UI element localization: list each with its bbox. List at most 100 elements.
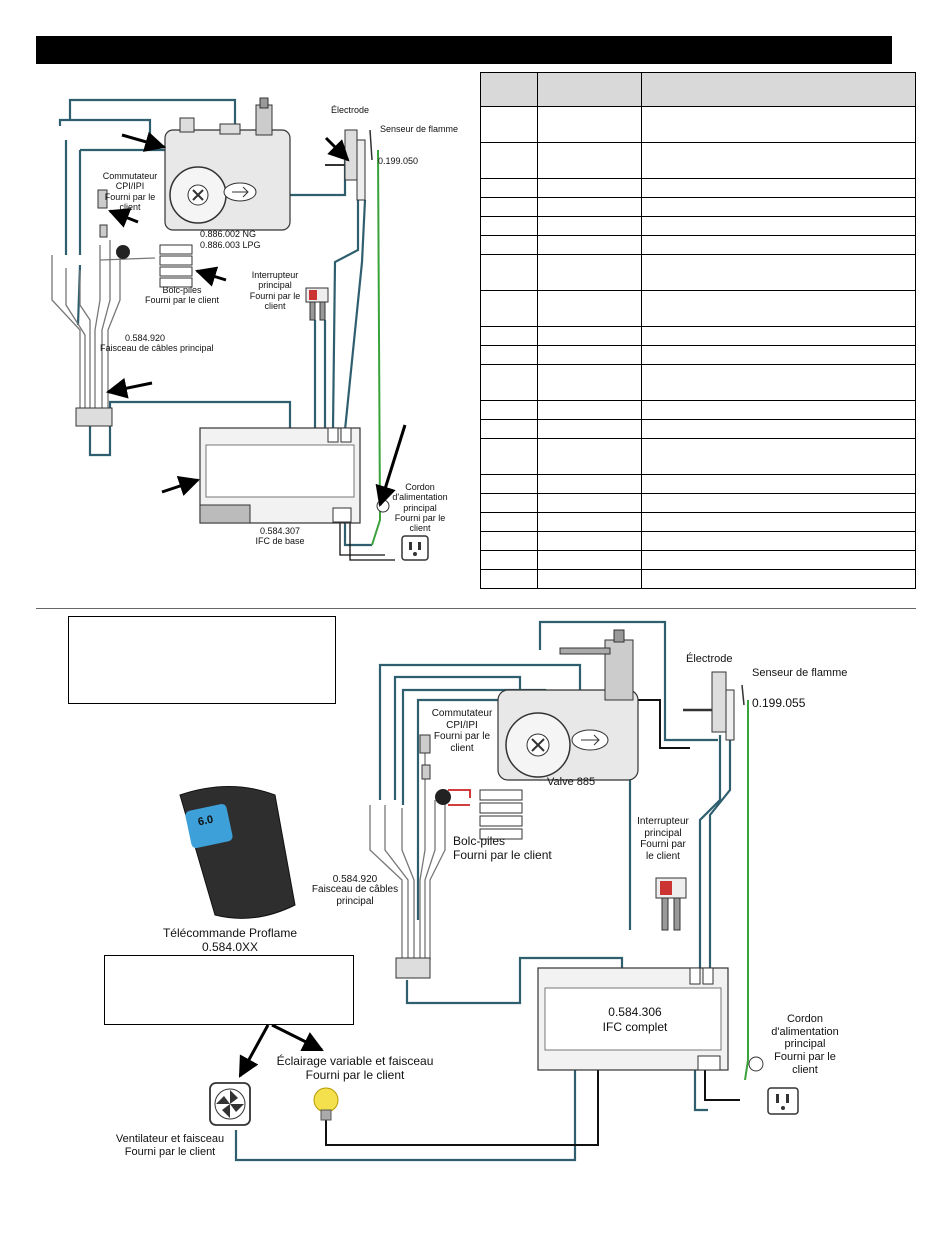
parts-table-cell — [537, 142, 642, 179]
light-bulb-icon — [313, 1087, 339, 1121]
ground-symbol-bottom — [748, 1056, 764, 1072]
parts-table-row — [480, 531, 916, 551]
electrode-assembly-bottom — [683, 671, 745, 741]
electrode-label-bottom: Électrode — [686, 653, 733, 665]
battery-label: Bolc-piles Fourni par le client — [144, 285, 220, 306]
parts-table-cell — [537, 512, 642, 532]
parts-table-header-cell — [641, 72, 916, 107]
power-cord-label: Cordon d'alimentation principal Fourni p… — [392, 482, 448, 534]
parts-table-cell — [641, 550, 916, 570]
harness-part-bottom: 0.584.920 — [332, 874, 378, 885]
parts-table-cell — [480, 345, 538, 365]
power-plug-bottom — [767, 1087, 799, 1115]
parts-table-row — [480, 178, 916, 198]
parts-table-cell — [480, 474, 538, 494]
parts-table-cell — [641, 254, 916, 291]
battery-label-bottom: Bolc-piles Fourni par le client — [453, 834, 552, 862]
parts-table-cell — [641, 345, 916, 365]
remote-label: Télécommande Proflame — [162, 926, 298, 940]
harness-label-bottom: Faisceau de câbles principal — [311, 884, 399, 907]
flame-sensor-label-bottom: Senseur de flamme — [752, 667, 848, 679]
parts-table-row — [480, 493, 916, 513]
parts-table-cell — [480, 106, 538, 143]
electrode-assembly — [325, 129, 373, 201]
parts-table-cell — [480, 364, 538, 401]
parts-table-row — [480, 438, 916, 475]
parts-table-cell — [480, 438, 538, 475]
parts-table-row — [480, 216, 916, 236]
parts-table-header-cell — [480, 72, 538, 107]
callout-arrows-top — [105, 131, 407, 508]
parts-table-cell — [537, 254, 642, 291]
parts-table-cell — [537, 345, 642, 365]
ifc-complete-module — [537, 967, 729, 1071]
parts-table-row — [480, 254, 916, 291]
remote-control — [179, 786, 296, 919]
main-switch-label-bottom: Interrupteur principal Fourni par le cli… — [637, 816, 689, 862]
parts-table-cell — [537, 531, 642, 551]
parts-table — [480, 72, 916, 589]
note-box-bottom — [104, 955, 354, 1025]
fan-icon — [209, 1082, 251, 1126]
parts-table-cell — [537, 569, 642, 589]
parts-table-cell — [537, 419, 642, 439]
parts-table-cell — [641, 326, 916, 346]
parts-table-cell — [641, 290, 916, 327]
parts-table-row — [480, 550, 916, 570]
battery-pack-bottom — [435, 789, 523, 840]
parts-table-cell — [537, 290, 642, 327]
parts-table-cell — [480, 512, 538, 532]
parts-table-row — [480, 235, 916, 255]
parts-table-cell — [641, 216, 916, 236]
electrode-label: Électrode — [331, 105, 370, 115]
parts-table-cell — [641, 178, 916, 198]
parts-table-cell — [537, 400, 642, 420]
parts-table-cell — [480, 290, 538, 327]
valve-885-label: Valve 885 — [547, 776, 596, 788]
parts-table-cell — [480, 216, 538, 236]
harness-label: Faisceau de câbles principal — [100, 343, 214, 353]
parts-table-row — [480, 142, 916, 179]
parts-table-cell — [537, 216, 642, 236]
parts-table-header — [480, 72, 916, 107]
parts-table-header-cell — [537, 72, 642, 107]
parts-table-cell — [480, 178, 538, 198]
harness-connector — [75, 407, 113, 427]
ifc-part-bottom: 0.584.306 — [608, 1005, 662, 1019]
ifc-module — [199, 427, 361, 524]
harness-part: 0.584.920 — [125, 333, 166, 343]
remote-part: 0.584.0XX — [201, 940, 259, 954]
parts-table-cell — [641, 106, 916, 143]
parts-table-cell — [641, 364, 916, 401]
cpi-ipi-switch — [97, 189, 108, 209]
parts-table-cell — [537, 178, 642, 198]
parts-table-row — [480, 345, 916, 365]
parts-table-row — [480, 326, 916, 346]
parts-table-row — [480, 419, 916, 439]
main-switch-label: Interrupteur principal Fourni par le cli… — [249, 270, 301, 312]
parts-table-cell — [641, 142, 916, 179]
parts-table-row — [480, 400, 916, 420]
parts-table-cell — [480, 550, 538, 570]
parts-table-row — [480, 512, 916, 532]
ifc-label-bottom: IFC complet — [602, 1020, 668, 1034]
parts-table-row — [480, 569, 916, 589]
cpi-ipi-switch-label-bottom: Commutateur CPI/IPI Fourni par le client — [431, 708, 493, 754]
parts-table-cell — [537, 235, 642, 255]
ifc-part: 0.584.307 — [259, 526, 301, 536]
page-header-bar — [36, 36, 892, 64]
flame-sensor-label: Senseur de flamme — [380, 124, 459, 134]
cpi-ipi-switch-label: Commutateur CPI/IPI Fourni par le client — [102, 171, 158, 213]
power-cord-label-bottom: Cordon d'alimentation principal Fourni p… — [771, 1013, 839, 1076]
parts-table-cell — [537, 197, 642, 217]
lighting-label: Éclairage variable et faisceau Fourni pa… — [276, 1054, 434, 1082]
flame-sensor-part: 0.199.050 — [378, 156, 419, 166]
parts-table-cell — [480, 419, 538, 439]
harness-connector-bottom — [395, 957, 431, 979]
parts-table-cell — [480, 142, 538, 179]
main-switch-bottom — [655, 877, 687, 931]
parts-table-cell — [537, 550, 642, 570]
flame-sensor-part-bottom: 0.199.055 — [752, 696, 806, 710]
parts-table-row — [480, 364, 916, 401]
